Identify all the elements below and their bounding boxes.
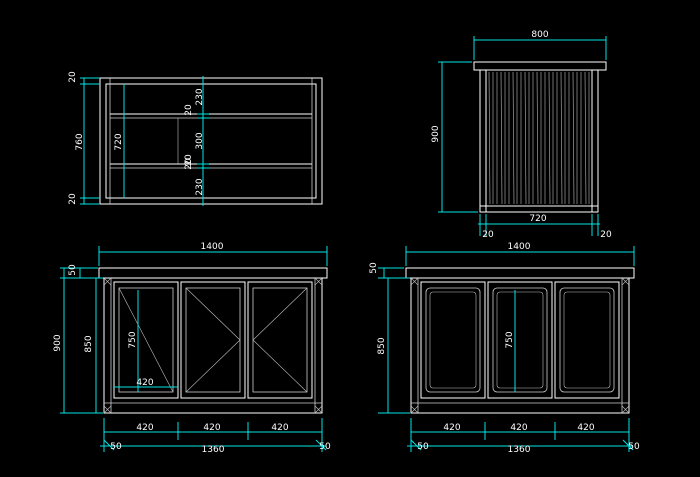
fl-dim-end-left-text: 50 [110, 442, 122, 452]
fr-dim-50-text: 50 [369, 262, 379, 274]
fl-dim-50-text: 50 [68, 264, 78, 276]
fr-dim-850-text: 850 [377, 337, 387, 354]
plan-outline [99, 77, 323, 205]
fl-dim-end-right-leader [315, 439, 327, 451]
side-dim-bottom-left-text: 20 [482, 230, 494, 240]
fr-dim-total-text: 1360 [508, 445, 531, 455]
fr-dim-bottom-text-1: 420 [443, 423, 460, 433]
fl-dim-bottom-text-1: 420 [136, 423, 153, 433]
side-body [479, 69, 599, 213]
side-panel-grooves [488, 71, 590, 205]
side-groove-line [488, 71, 491, 205]
side-groove-line [584, 71, 587, 205]
fl-dim-bottom-text-3: 420 [271, 423, 288, 433]
side-groove-line [572, 71, 575, 205]
side-dim-left-text: 900 [431, 125, 441, 142]
front-left-door-1 [113, 281, 179, 399]
fl-dim-end-right-text: 50 [319, 442, 331, 452]
plan-dim-center-text-6: 230 [195, 178, 205, 195]
fl-dim-top-text: 1400 [201, 242, 224, 252]
fr-dim-end-left-leader [410, 439, 422, 451]
plan-dim-center-text-2: 230 [195, 88, 205, 105]
fl-dim-750-text: 750 [128, 331, 138, 348]
fr-dim-top-text: 1400 [508, 242, 531, 252]
plan-dim-center-text-5: 20 [184, 158, 194, 170]
fr-dim-end-right-text: 50 [628, 442, 640, 452]
fl-dim-inner-420-text: 420 [136, 378, 153, 388]
front-left-corner-marks [103, 277, 323, 414]
plan-dim-text-bottom: 20 [68, 193, 78, 205]
side-groove-line [500, 71, 503, 205]
front-right-door-2 [487, 281, 553, 399]
front-view-right: 1400 50 850 750 420 420 420 1360 50 50 [369, 242, 640, 455]
plan-dim-center-text-3: 20 [184, 154, 194, 166]
plan-dim-center-text-4: 300 [195, 132, 205, 149]
front-view-left: 1400 50 900 850 750 420 420 420 420 1360… [53, 242, 331, 455]
front-right-door-1 [420, 281, 486, 399]
front-left-door-3 [247, 281, 313, 399]
fr-dim-end-right-leader [622, 439, 634, 451]
side-groove-line [560, 71, 563, 205]
fl-dim-850-text: 850 [84, 335, 94, 352]
fr-dim-750-text: 750 [505, 331, 515, 348]
fr-dim-bottom-text-3: 420 [577, 423, 594, 433]
fl-dim-total-text: 1360 [202, 445, 225, 455]
front-right-top-board [405, 267, 635, 279]
front-left-body [103, 277, 323, 414]
side-top-board [473, 61, 607, 71]
side-dim-top-text: 800 [531, 30, 548, 40]
front-right-corner-marks [410, 277, 630, 414]
plan-dim-text-top: 20 [68, 71, 78, 83]
plan-dim-center-text-1: 20 [184, 104, 194, 116]
front-left-top-board [98, 267, 328, 279]
side-groove-line [536, 71, 539, 205]
fl-dim-end-left-leader [103, 439, 115, 451]
side-dim-bottom-text: 720 [529, 214, 546, 224]
front-right-door-3 [554, 281, 620, 399]
side-groove-line [524, 71, 527, 205]
plan-dim-inner-text: 720 [114, 133, 124, 150]
front-right-body [410, 277, 630, 414]
side-dim-bottom-right-text: 20 [600, 230, 612, 240]
fr-dim-end-left-text: 50 [417, 442, 429, 452]
plan-view: 20 760 20 720 20 230 20 300 20 230 [68, 71, 323, 206]
side-groove-line [548, 71, 551, 205]
fl-dim-900-text: 900 [53, 334, 63, 351]
plan-dim-text-total: 760 [75, 133, 85, 150]
fl-dim-bottom-text-2: 420 [203, 423, 220, 433]
side-groove-line [512, 71, 515, 205]
fr-dim-bottom-text-2: 420 [510, 423, 527, 433]
side-view: 800 900 720 20 20 [431, 30, 612, 240]
front-left-door-2 [180, 281, 246, 399]
plan-inner-outline [105, 83, 317, 199]
